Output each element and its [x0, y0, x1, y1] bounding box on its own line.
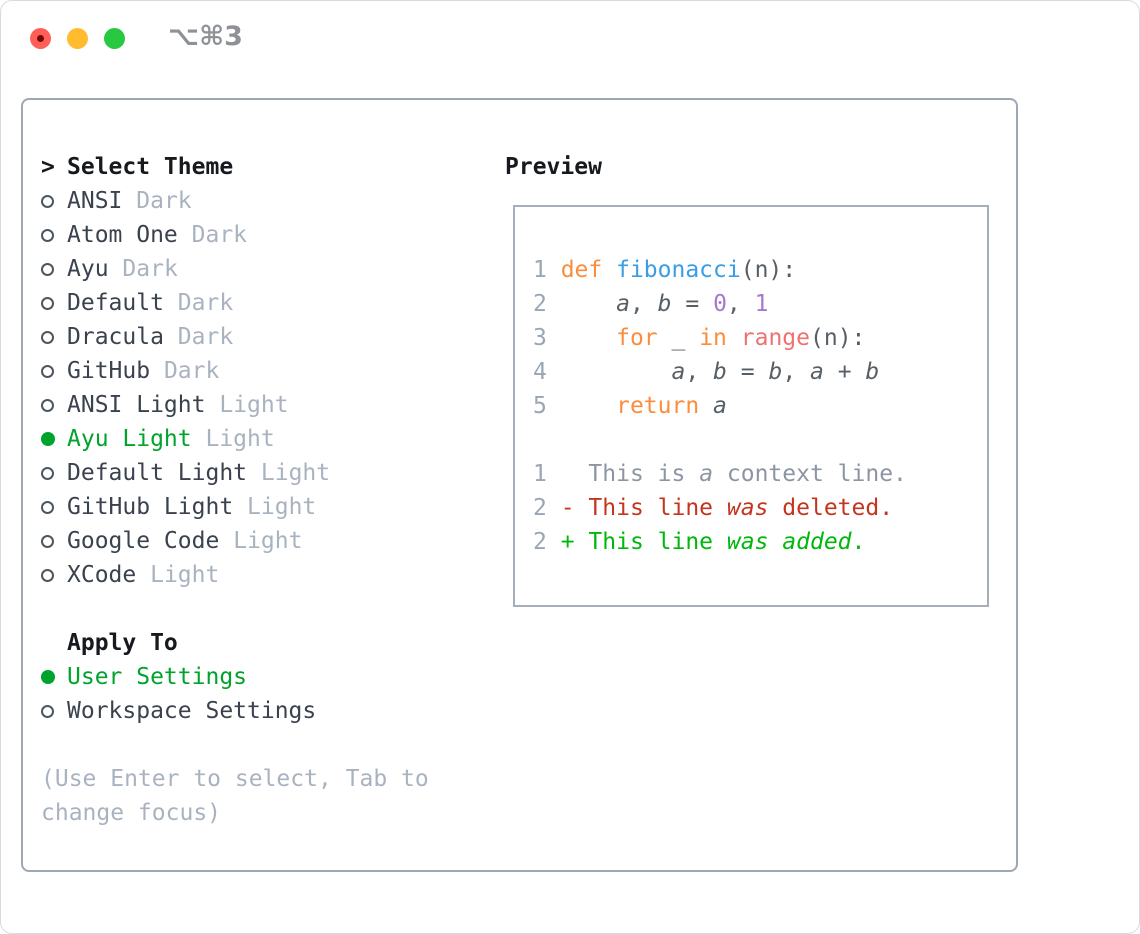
radio-selected-icon: [41, 670, 67, 684]
option-label: Google Code Light: [67, 528, 303, 554]
option-label: GitHub Dark: [67, 358, 220, 384]
close-button[interactable]: [30, 28, 51, 49]
preview-box: 1 def fibonacci(n): 2 a, b = 0, 1 3 for _ …: [513, 205, 989, 607]
code-line: 2 a, b = 0, 1: [533, 291, 769, 317]
radio-icon: [41, 330, 67, 344]
radio-icon: [41, 194, 67, 208]
radio-icon: [41, 704, 67, 718]
diff-line-deleted: 2 - This line was deleted.: [533, 495, 894, 521]
select-theme-header: > Select Theme: [41, 150, 486, 184]
theme-option-github-light[interactable]: GitHub Light Light: [41, 490, 486, 524]
option-label: XCode Light: [67, 562, 220, 588]
spacer: [41, 592, 486, 626]
radio-icon: [41, 534, 67, 548]
radio-icon: [41, 466, 67, 480]
select-theme-title: Select Theme: [67, 154, 234, 180]
radio-icon: [41, 364, 67, 378]
option-label: ANSI Light Light: [67, 392, 289, 418]
radio-icon: [41, 262, 67, 276]
code-line: 4 a, b = b, a + b: [533, 359, 880, 385]
theme-option-dracula[interactable]: Dracula Dark: [41, 320, 486, 354]
code-line: 1 def fibonacci(n):: [533, 257, 797, 283]
window-controls: [30, 28, 125, 49]
theme-option-ansi[interactable]: ANSI Dark: [41, 184, 486, 218]
option-label: ANSI Dark: [67, 188, 192, 214]
option-label: User Settings: [67, 664, 248, 690]
diff-line-added: 2 + This line was added.: [533, 529, 866, 555]
radio-icon: [41, 296, 67, 310]
apply-option-workspace-settings[interactable]: Workspace Settings: [41, 694, 486, 728]
theme-option-ayu[interactable]: Ayu Dark: [41, 252, 486, 286]
apply-to-header: Apply To: [67, 626, 486, 660]
theme-option-github[interactable]: GitHub Dark: [41, 354, 486, 388]
minus-icon: -: [560, 495, 589, 521]
prompt-icon: >: [41, 154, 55, 180]
option-label: Default Dark: [67, 290, 234, 316]
diff-line-context: 1 This is a context line.: [533, 461, 907, 487]
maximize-button[interactable]: [104, 28, 125, 49]
theme-option-default[interactable]: Default Dark: [41, 286, 486, 320]
titlebar: ⌥⌘3: [1, 1, 1139, 76]
radio-icon: [41, 228, 67, 242]
theme-option-ansi-light[interactable]: ANSI Light Light: [41, 388, 486, 422]
code-preview: 1 def fibonacci(n): 2 a, b = 0, 1 3 for _ …: [515, 207, 987, 559]
option-label: Dracula Dark: [67, 324, 234, 350]
preview-title: Preview: [505, 154, 602, 180]
blank-line: [533, 423, 987, 457]
code-line: 3 for _ in range(n):: [533, 325, 866, 351]
option-label: Ayu Dark: [67, 256, 178, 282]
radio-icon: [41, 500, 67, 514]
theme-option-xcode[interactable]: XCode Light: [41, 558, 486, 592]
radio-selected-icon: [41, 432, 67, 446]
option-label: Ayu Light Light: [67, 426, 275, 452]
theme-option-ayu-light[interactable]: Ayu Light Light: [41, 422, 486, 456]
apply-option-user-settings[interactable]: User Settings: [41, 660, 486, 694]
option-label: Atom One Dark: [67, 222, 248, 248]
apply-to-title: Apply To: [67, 630, 178, 656]
option-label: Default Light Light: [67, 460, 331, 486]
keyboard-hint: (Use Enter to select, Tab to change focu…: [41, 766, 429, 826]
option-label: GitHub Light Light: [67, 494, 317, 520]
radio-icon: [41, 568, 67, 582]
plus-icon: +: [560, 529, 589, 555]
theme-option-atom-one[interactable]: Atom One Dark: [41, 218, 486, 252]
theme-option-default-light[interactable]: Default Light Light: [41, 456, 486, 490]
context-marker: [561, 461, 589, 487]
theme-option-google-code[interactable]: Google Code Light: [41, 524, 486, 558]
radio-icon: [41, 398, 67, 412]
option-label: Workspace Settings: [67, 698, 317, 724]
minimize-button[interactable]: [67, 28, 88, 49]
window-hotkey-title: ⌥⌘3: [168, 21, 243, 52]
code-line: 5 return a: [533, 393, 727, 419]
